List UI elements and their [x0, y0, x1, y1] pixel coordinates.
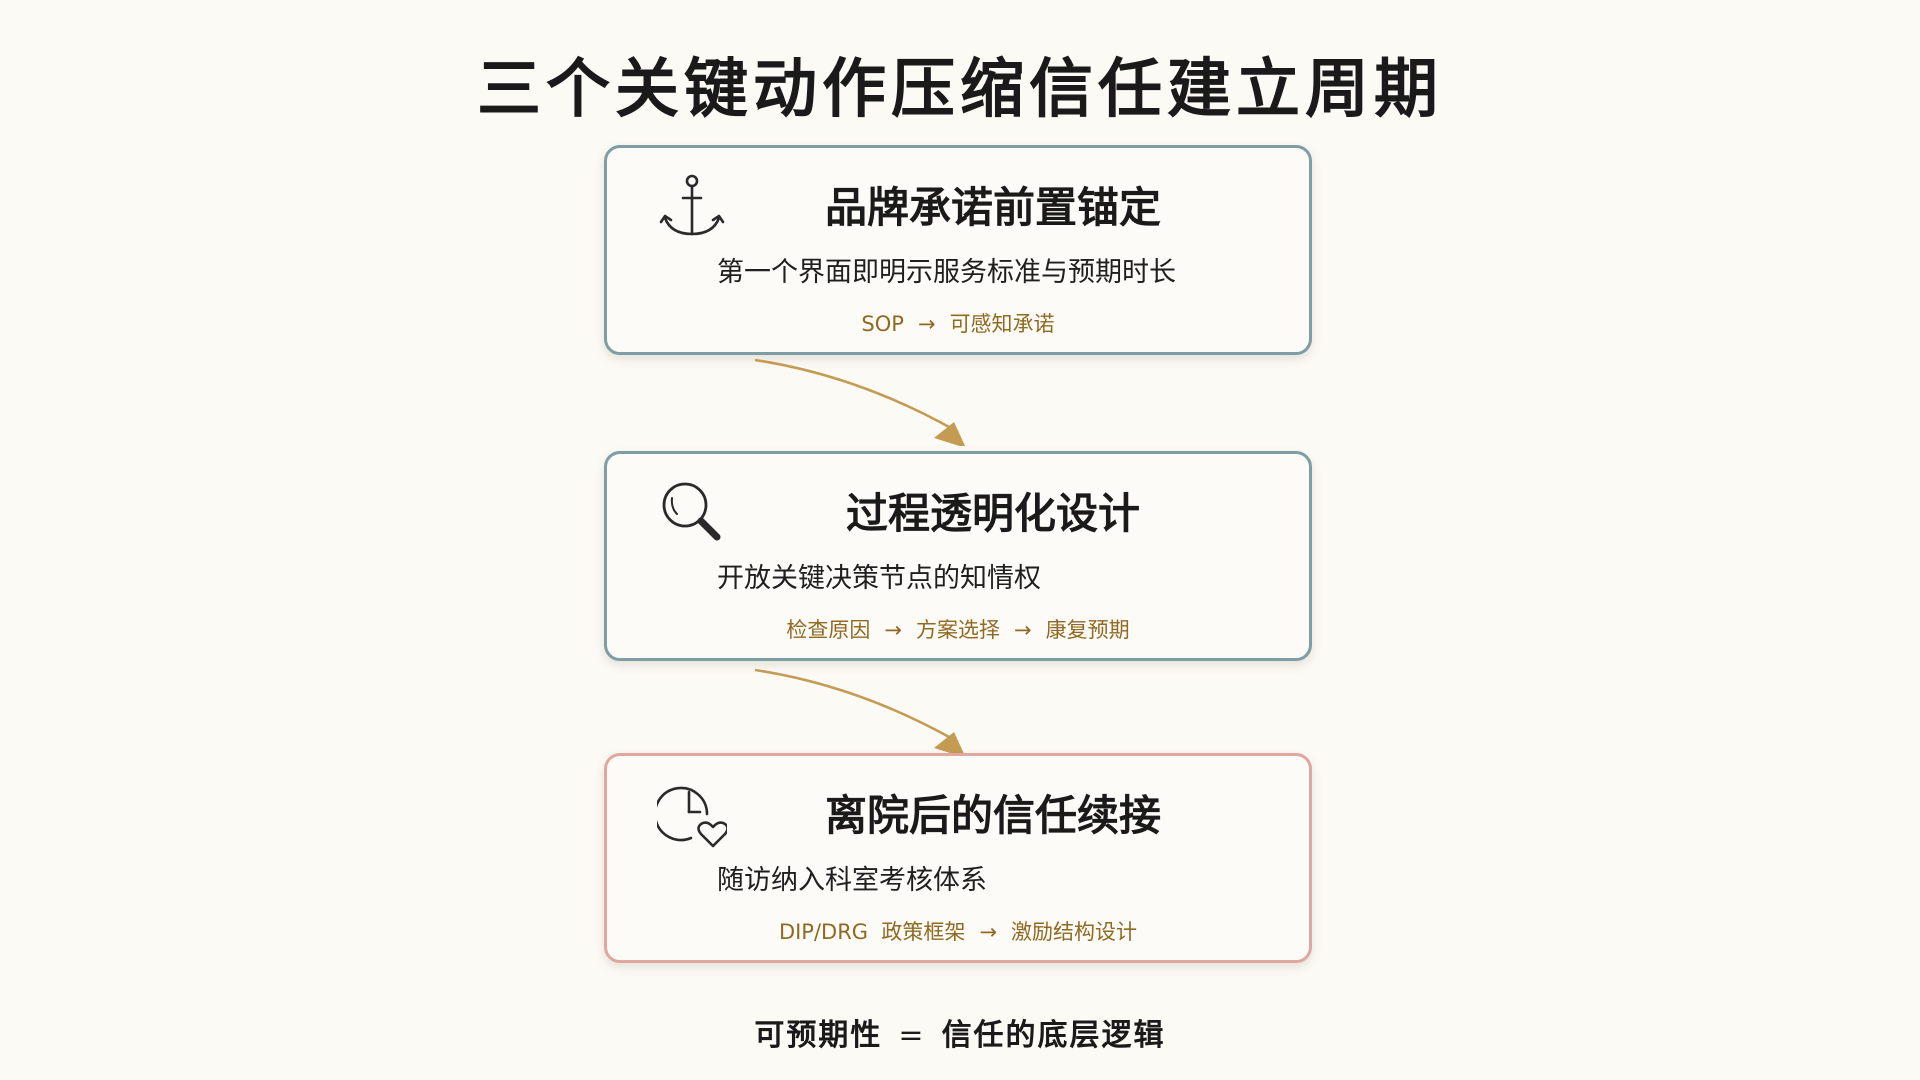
- flow-step: DIP/DRG 政策框架: [778, 920, 966, 944]
- flow-step: 检查原因: [786, 618, 871, 642]
- card-post-discharge-trust: 离院后的信任续接 随访纳入科室考核体系 DIP/DRG 政策框架 → 激励结构设计: [604, 753, 1312, 963]
- card-flow: SOP → 可感知承诺: [607, 308, 1309, 338]
- card-flow: DIP/DRG 政策框架 → 激励结构设计: [607, 916, 1309, 946]
- card-flow: 检查原因 → 方案选择 → 康复预期: [607, 614, 1309, 644]
- card-description: 随访纳入科室考核体系: [717, 865, 987, 896]
- flow-step: 激励结构设计: [1011, 920, 1138, 944]
- card-heading: 离院后的信任续接: [824, 791, 1161, 840]
- card-process-transparency: 过程透明化设计 开放关键决策节点的知情权 检查原因 → 方案选择 → 康复预期: [604, 451, 1312, 661]
- card-heading: 品牌承诺前置锚定: [824, 183, 1161, 232]
- flow-arrow: →: [917, 312, 936, 336]
- card-description: 第一个界面即明示服务标准与预期时长: [717, 257, 1176, 288]
- magnifier-icon: [662, 482, 721, 541]
- flow-arrow: →: [979, 920, 998, 944]
- flow-step: 方案选择: [916, 618, 1000, 642]
- clock-heart-icon: [657, 786, 727, 848]
- flow-step: 康复预期: [1045, 618, 1130, 642]
- connector-arrow: [754, 358, 966, 446]
- card-heading: 过程透明化设计: [845, 489, 1140, 538]
- diagram-title: 三个关键动作压缩信任建立周期: [477, 52, 1443, 127]
- flow-step: SOP: [861, 312, 904, 336]
- card-description: 开放关键决策节点的知情权: [717, 563, 1041, 594]
- card-brand-promise: 品牌承诺前置锚定 第一个界面即明示服务标准与预期时长 SOP → 可感知承诺: [604, 145, 1312, 355]
- flow-step: 可感知承诺: [949, 312, 1055, 336]
- footer-right: 信任的底层逻辑: [941, 1018, 1166, 1053]
- anchor-icon: [659, 174, 725, 236]
- flow-arrow: →: [1014, 618, 1032, 642]
- footer-formula: 可预期性 = 信任的底层逻辑: [0, 1010, 1920, 1054]
- flow-arrow: →: [884, 618, 902, 642]
- connector-arrow: [754, 668, 966, 756]
- footer-left: 可预期性: [754, 1018, 883, 1053]
- footer-equals: =: [898, 1018, 926, 1053]
